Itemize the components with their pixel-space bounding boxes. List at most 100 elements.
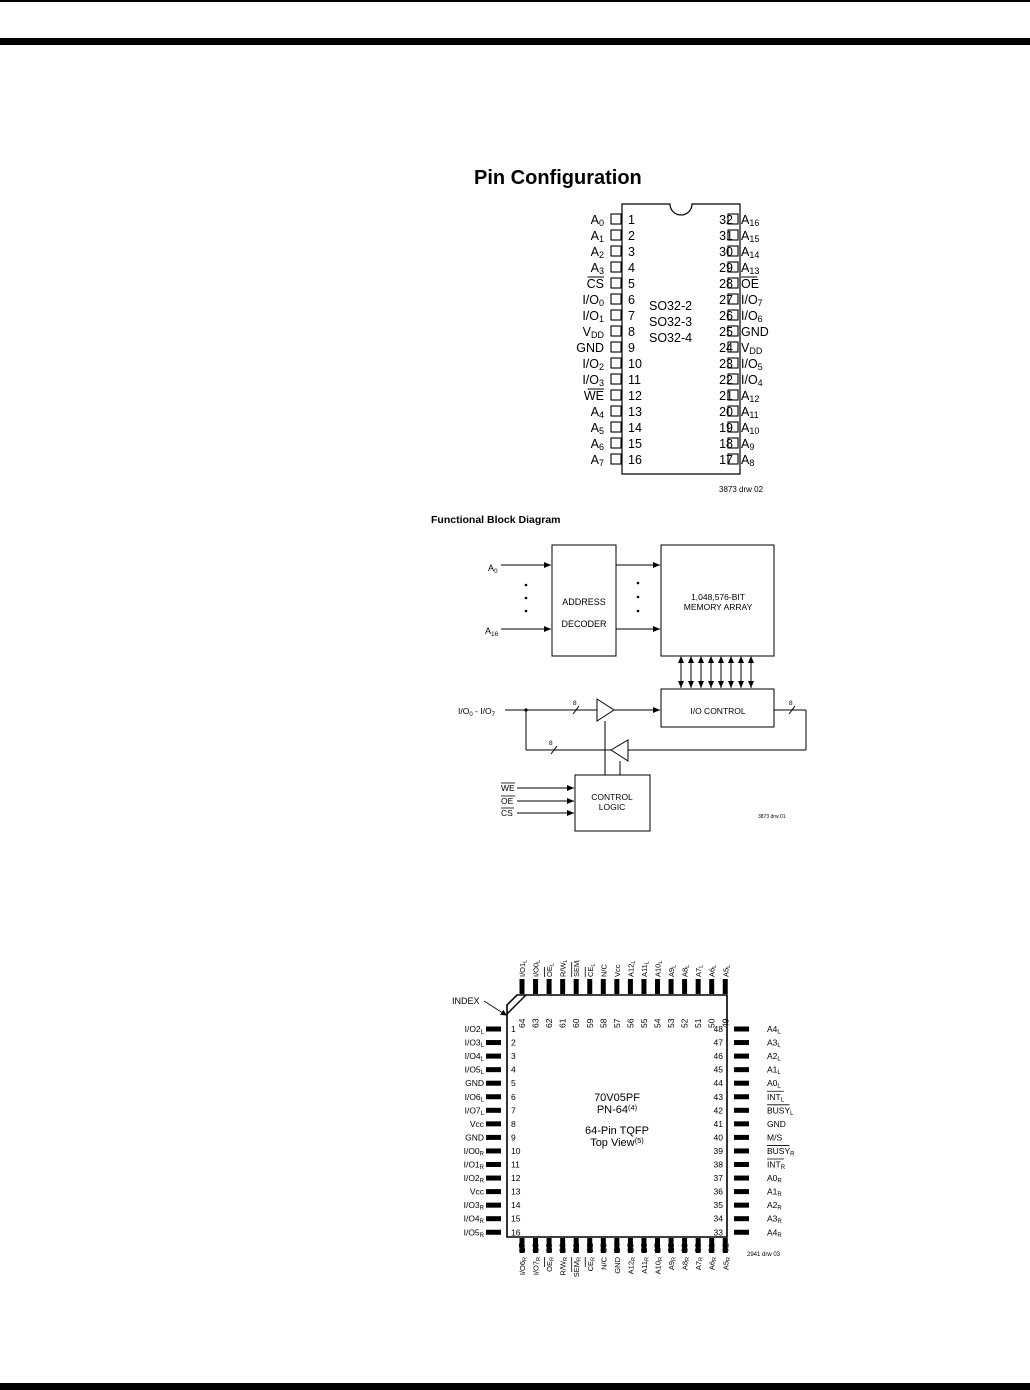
pin-pad	[727, 293, 739, 305]
pin-name-n-c: N/C	[599, 1256, 608, 1270]
pin-number: 22	[585, 1243, 595, 1253]
pin-number: 38	[714, 1160, 724, 1170]
pin-number: 20	[558, 1243, 568, 1253]
pin-lead	[695, 979, 701, 994]
pin-number: 10	[511, 1146, 521, 1156]
pin-lead	[486, 1148, 501, 1154]
pin-number: 29	[719, 261, 733, 275]
tqfp-pin-18: 18I/O7R	[531, 1238, 542, 1275]
tqfp-pin-61: 61R/WL	[558, 960, 570, 1028]
memory-io-bus-arrows	[678, 656, 754, 688]
pin-name-a16: A16	[741, 213, 759, 228]
pin-number: 26	[639, 1243, 649, 1253]
tqfp-pin-58: 58N/C	[598, 964, 608, 1029]
pin-number: 20	[719, 405, 733, 419]
pin-name-a4r: A4R	[767, 1227, 782, 1239]
pin-number: 8	[628, 325, 635, 339]
address-in-a16-label: A16	[485, 626, 499, 638]
tqfp-pin-3: 3I/O4L	[465, 1051, 516, 1063]
pin-3: 3A2	[591, 245, 635, 260]
pin-pad	[610, 213, 622, 225]
pin-configuration-diagram: Pin Configuration SO32-2 SO32-3 SO32-4 1…	[474, 167, 769, 494]
tqfp-left-pins: 1I/O2L2I/O3L3I/O4L4I/O5L5GND6I/O6L7I/O7L…	[464, 1024, 521, 1239]
pin-name-i-o6l: I/O6L	[465, 1092, 485, 1104]
io-control-label: I/O CONTROL	[690, 706, 746, 716]
chip-label-1: SO32-2	[649, 299, 692, 313]
pin-name-a3: A3	[591, 261, 604, 276]
tqfp-package-body	[506, 994, 728, 1238]
pin-29: 29 A13	[719, 261, 759, 276]
pin-pad	[610, 261, 622, 273]
pin-pad	[727, 325, 739, 337]
pin-number: 13	[511, 1187, 521, 1197]
pin-number: 51	[693, 1018, 703, 1028]
pin-name-i-o2r: I/O2R	[464, 1173, 485, 1185]
pin-lead	[573, 979, 579, 994]
memory-label-1: 1,048,576-BIT	[691, 592, 745, 602]
pin-name-cel: CEL	[586, 964, 597, 977]
pin-name-a8: A8	[741, 453, 754, 468]
pin-pad	[727, 453, 739, 465]
pin-lead	[682, 1238, 688, 1253]
left-pin-column: 1A02A13A24A35CS6I/O07I/O18VDD9GND10I/O21…	[576, 213, 642, 468]
pin-name-i-o5: I/O5	[741, 357, 763, 372]
pin-lead	[486, 1121, 501, 1127]
svg-text:OE: OE	[501, 796, 514, 806]
pin-name-a10l: A10L	[654, 961, 665, 977]
pin-name-gnd: GND	[767, 1119, 786, 1129]
pin-lead	[486, 1162, 501, 1167]
pin-lead	[655, 979, 660, 994]
pin-lead	[600, 1238, 606, 1253]
pin-lead	[709, 979, 715, 994]
pin-lead	[587, 1238, 593, 1253]
pin-number: 1	[628, 213, 635, 227]
pin-config-drawing-id: 3873 drw 02	[719, 485, 764, 494]
pin-name-a1r: A1R	[767, 1187, 782, 1199]
so32-package-body	[621, 203, 741, 475]
control-label-1: CONTROL	[591, 792, 633, 802]
pin-name-a7r: A7R	[694, 1257, 705, 1270]
pin-number: 9	[628, 341, 635, 355]
pin-lead	[734, 1067, 749, 1073]
pin-lead	[486, 1094, 501, 1100]
pin-name-oe: OE	[741, 277, 759, 291]
tqfp-pin-64: 64I/O1L	[517, 960, 529, 1028]
pin-number: 41	[714, 1119, 724, 1129]
pin-name-a10r: A10R	[654, 1257, 665, 1274]
pin-name-a2r: A2R	[767, 1200, 782, 1212]
tqfp-pin-17: 17I/O6R	[517, 1238, 529, 1275]
pin-number: 37	[714, 1173, 724, 1183]
pin-lead	[734, 1134, 749, 1140]
pin-name-a13: A13	[741, 261, 759, 276]
pin-number: 46	[714, 1051, 724, 1061]
pin-name-a3r: A3R	[767, 1214, 782, 1226]
pin-6: 6I/O0	[582, 293, 635, 308]
pin-name-semr: SEMR	[572, 1257, 583, 1277]
pin-pad	[727, 357, 739, 369]
decoder-label-1: ADDRESS	[562, 597, 606, 607]
pin-4: 4A3	[591, 261, 635, 276]
pin-number: 6	[511, 1092, 516, 1102]
pin-lead	[614, 1238, 620, 1253]
pin-name-cer: CER	[586, 1257, 597, 1271]
pin-name-a11r: A11R	[640, 1257, 651, 1274]
pin-number: 30	[693, 1243, 703, 1253]
tqfp-pin-1: 1I/O2L	[465, 1024, 516, 1036]
pin-number: 31	[707, 1243, 717, 1253]
pin-number: 5	[511, 1078, 516, 1088]
pin-number: 10	[628, 357, 642, 371]
